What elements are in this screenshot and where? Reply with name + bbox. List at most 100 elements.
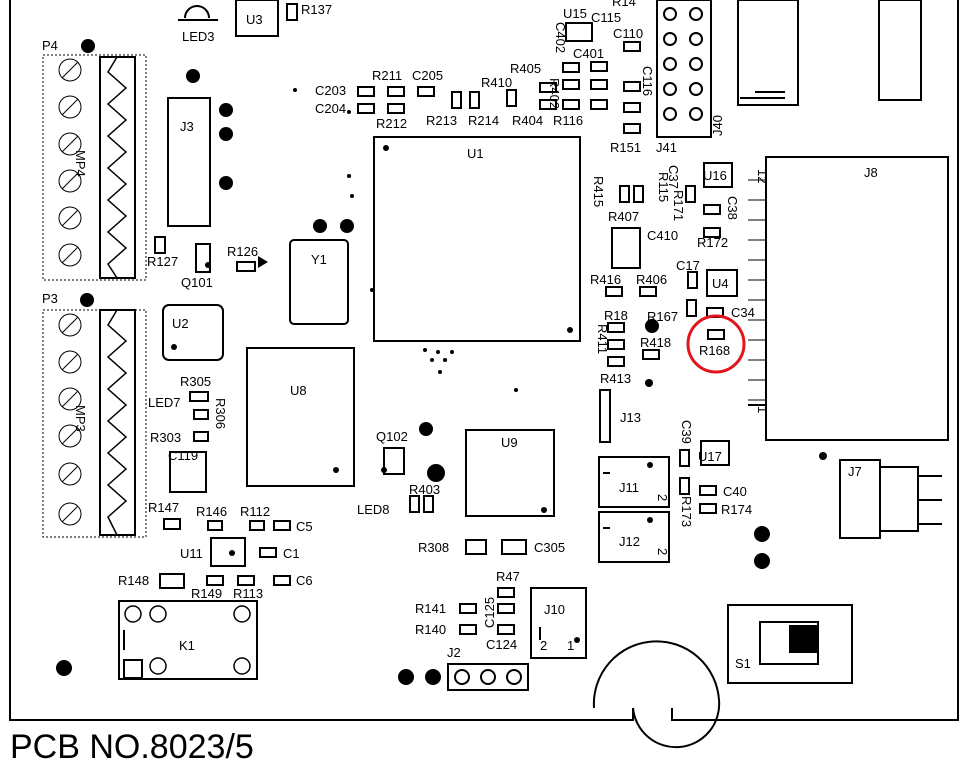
label-r306: R306 — [213, 398, 228, 429]
label-u8: U8 — [290, 383, 307, 398]
label-u17: U17 — [698, 449, 722, 464]
label-led3: LED3 — [182, 29, 215, 44]
label-r416: R416 — [590, 272, 621, 287]
label-c40: C40 — [723, 484, 747, 499]
label-y1: Y1 — [311, 252, 327, 267]
label-r168: R168 — [699, 343, 730, 358]
mounting-holes — [56, 39, 827, 685]
smd-pads — [154, 3, 725, 635]
k1-pads — [124, 605, 251, 675]
label-r413: R413 — [600, 371, 631, 386]
label-c305: C305 — [534, 540, 565, 555]
label-k1: K1 — [179, 638, 195, 653]
label-c124: C124 — [486, 637, 517, 652]
terminal-block-p4 — [42, 54, 147, 281]
label-j8: J8 — [864, 165, 878, 180]
highlight-circle-r168 — [686, 314, 746, 374]
label-j3: J3 — [180, 119, 194, 134]
label-j12-pin2: 2 — [655, 548, 670, 555]
label-c410: C410 — [647, 228, 678, 243]
label-c34: C34 — [731, 305, 755, 320]
label-r407: R407 — [608, 209, 639, 224]
label-q102: Q102 — [376, 429, 408, 444]
label-c37: C37 — [666, 165, 681, 189]
label-u1: U1 — [467, 146, 484, 161]
label-r113: R113 — [233, 586, 263, 601]
label-j12: J12 — [619, 534, 640, 549]
pcb-number-title: PCB NO.8023/5 — [10, 728, 254, 766]
label-q101: Q101 — [181, 275, 213, 290]
label-j41: J41 — [656, 140, 677, 155]
label-r212: R212 — [376, 116, 407, 131]
label-p4: P4 — [42, 38, 58, 53]
label-j2: J2 — [447, 645, 461, 660]
label-r214: R214 — [468, 113, 499, 128]
label-r403: R403 — [409, 482, 440, 497]
label-r14: R14 — [612, 0, 636, 9]
label-r146: R146 — [196, 504, 227, 519]
label-p3: P3 — [42, 291, 58, 306]
label-c6: C6 — [296, 573, 313, 588]
label-c205: C205 — [412, 68, 443, 83]
label-mp3: MP3 — [73, 405, 88, 432]
label-r140: R140 — [415, 622, 446, 637]
label-j13: J13 — [620, 410, 641, 425]
label-c1: C1 — [283, 546, 300, 561]
label-r308: R308 — [418, 540, 449, 555]
label-r115: R115 — [656, 172, 671, 202]
label-r172: R172 — [697, 235, 728, 250]
label-u15: U15 — [563, 6, 587, 21]
label-r211: R211 — [372, 68, 402, 83]
label-c115: C115 — [591, 10, 621, 25]
label-r406: R406 — [636, 272, 667, 287]
pin1-marker-r126 — [258, 256, 268, 268]
label-r47: R47 — [496, 569, 520, 584]
j8-pins — [748, 179, 766, 401]
label-r137: R137 — [301, 2, 332, 17]
label-r410: R410 — [481, 75, 512, 90]
label-r415: R415 — [591, 176, 606, 207]
label-c402: C402 — [553, 22, 568, 53]
label-led8: LED8 — [357, 502, 390, 517]
label-c125: C125 — [482, 597, 497, 628]
label-r411: R411 — [595, 324, 610, 354]
j2-pins — [454, 669, 522, 685]
label-u11: U11 — [180, 546, 203, 561]
label-r303: R303 — [150, 430, 181, 445]
label-j10-pin2: 2 — [540, 638, 547, 653]
label-c116: C116 — [640, 66, 655, 96]
j7-pins — [918, 475, 942, 525]
label-j11-pin2: 2 — [655, 494, 670, 501]
label-c204: C204 — [315, 101, 346, 116]
j41-pins — [663, 7, 703, 121]
label-j8-pin1: 1 — [755, 406, 770, 413]
label-j8-pin12: 12 — [755, 169, 770, 183]
label-j7: J7 — [848, 464, 862, 479]
label-u16: U16 — [703, 168, 727, 183]
label-r148: R148 — [118, 573, 149, 588]
label-j11: J11 — [619, 480, 639, 495]
label-r151: R151 — [610, 140, 641, 155]
label-r305: R305 — [180, 374, 211, 389]
label-j10: J10 — [544, 602, 565, 617]
label-r213: R213 — [426, 113, 457, 128]
label-j40: J40 — [710, 115, 725, 136]
label-r418: R418 — [640, 335, 671, 350]
label-c401: C401 — [573, 46, 604, 61]
label-c17: C17 — [676, 258, 700, 273]
label-u3: U3 — [246, 12, 263, 27]
label-r167: R167 — [647, 309, 678, 324]
label-r147: R147 — [148, 500, 179, 515]
label-r405: R405 — [510, 61, 541, 76]
label-r126: R126 — [227, 244, 258, 259]
label-r112: R112 — [240, 504, 270, 519]
label-r149: R149 — [191, 586, 222, 601]
component-labels: P4 LED3 U3 R137 J3 R127 Q101 R126 Y1 P3 … — [42, 0, 878, 671]
label-c119: C119 — [168, 448, 198, 463]
terminal-block-p3 — [42, 309, 147, 538]
label-r116: R116 — [553, 113, 583, 128]
label-c203: C203 — [315, 83, 346, 98]
component-details — [123, 5, 919, 679]
label-u4: U4 — [712, 276, 729, 291]
